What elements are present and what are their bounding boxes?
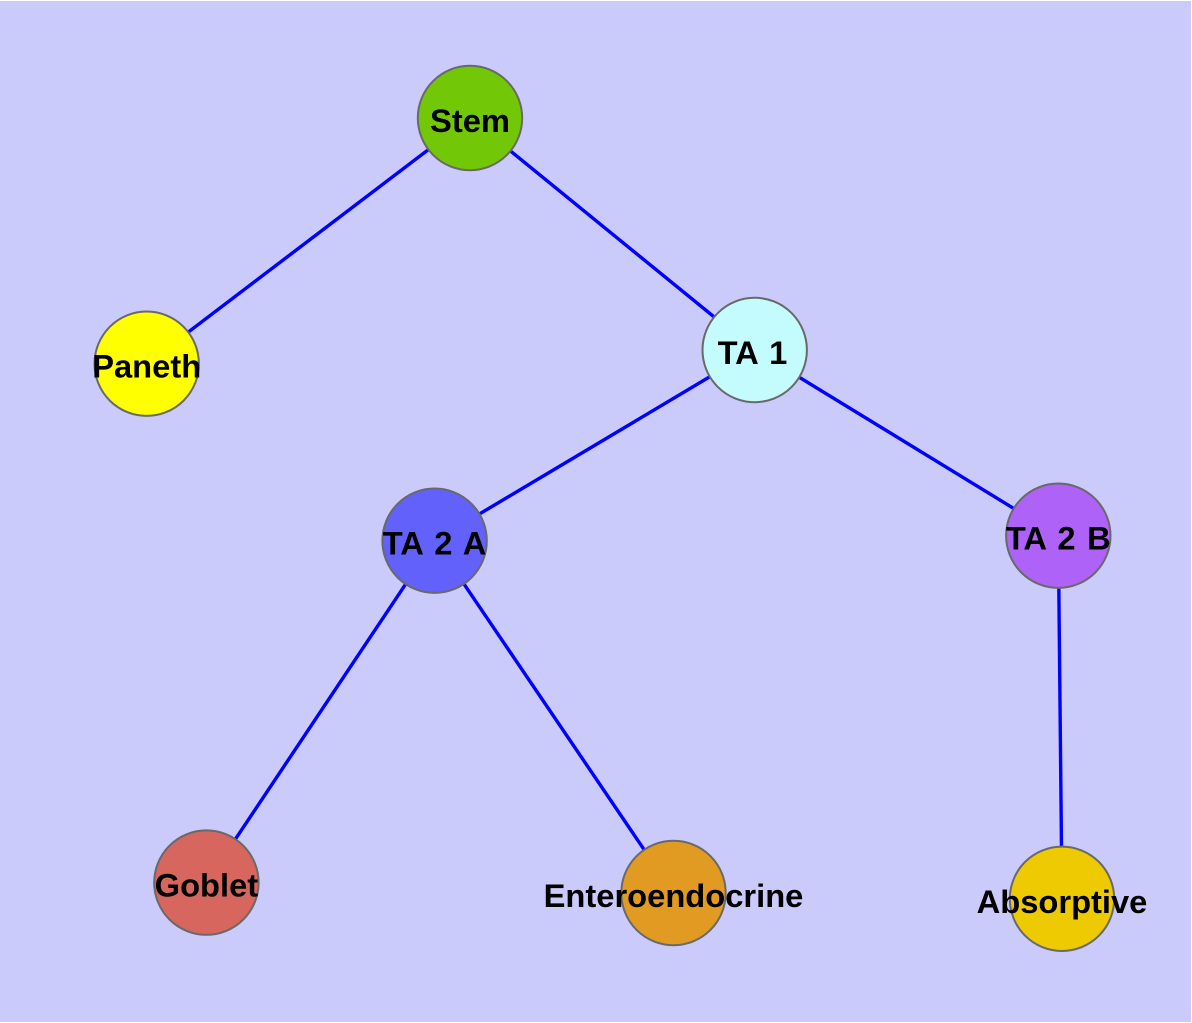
svg-text:TA 2 B: TA 2 B xyxy=(1006,520,1111,557)
svg-text:Enteroendocrine: Enteroendocrine xyxy=(544,877,804,914)
svg-text:Absorptive: Absorptive xyxy=(977,883,1148,920)
svg-text:TA 2 A: TA 2 A xyxy=(383,525,487,562)
svg-text:TA 1: TA 1 xyxy=(718,334,788,371)
svg-text:Paneth: Paneth xyxy=(92,348,201,385)
svg-text:Goblet: Goblet xyxy=(155,867,259,904)
svg-text:Stem: Stem xyxy=(430,102,510,139)
